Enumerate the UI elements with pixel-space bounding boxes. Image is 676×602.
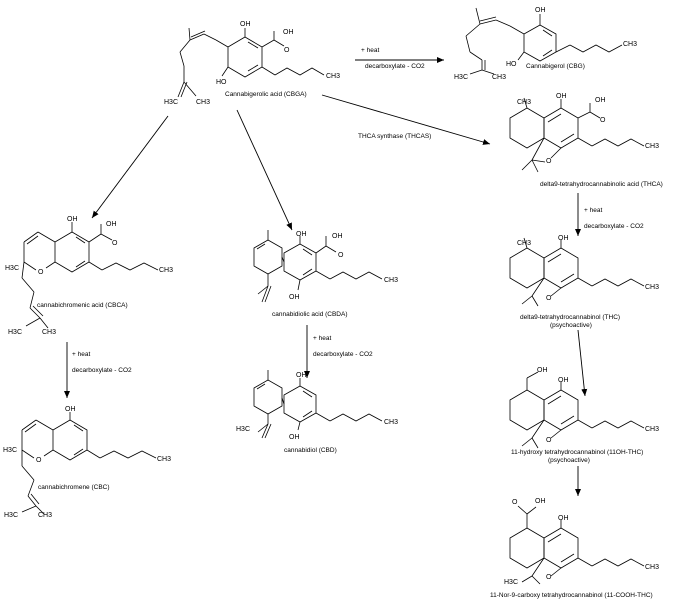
cbg-oh-label: OH <box>535 7 546 14</box>
cbg-ho-label: HO <box>506 61 517 68</box>
thc-note: (psychoactive) <box>550 322 592 329</box>
arrow-cbga-to-cbda <box>236 109 293 231</box>
cbc-ch3-b-label: CH3 <box>38 512 52 519</box>
cbca-oh-label: OH <box>67 216 78 223</box>
11oh-thc-oh-label: OH <box>558 377 569 384</box>
cbda-oh-b-label: OH <box>289 294 300 301</box>
11cooh-thc-label: 11-Nor-9-carboxy tetrahydrocannabinol (1… <box>490 592 653 599</box>
thca-o-label: O <box>546 158 552 165</box>
cbg-label: Cannabigerol (CBG) <box>526 63 585 70</box>
cbca-ch3-label: CH3 <box>159 267 173 274</box>
cbd-oh-label: OH <box>296 372 307 379</box>
thc-o-label: O <box>546 295 552 302</box>
thca-to-thc-line1: + heat <box>584 207 602 214</box>
cbda-cooh-o-label: O <box>338 252 344 259</box>
cbg-h3c-label: H3C <box>454 74 468 81</box>
cbd-ch3-label: CH3 <box>384 419 398 426</box>
thc-ch3b-label: CH3 <box>645 284 659 291</box>
cbg-ch3b-label: CH3 <box>492 74 506 81</box>
cbga-cooh-o-label: O <box>284 47 290 54</box>
thca-cooh-o-label: O <box>600 117 606 124</box>
cbda-cooh-oh-label: OH <box>332 233 343 240</box>
cbg-structure <box>465 7 623 75</box>
cbga-label: Cannabigerolic acid (CBGA) <box>225 91 307 98</box>
cbc-structure <box>21 412 157 515</box>
11cooh-thc-structure <box>509 505 645 585</box>
cbca-h3c-b-label: H3C <box>8 329 22 336</box>
cbda-ch3-label: CH3 <box>384 277 398 284</box>
11cooh-h3c-label: H3C <box>504 579 518 586</box>
cbca-h3c-label: H3C <box>5 265 19 272</box>
cbc-ch3-label: CH3 <box>157 456 171 463</box>
thca-oh-label: OH <box>556 93 567 100</box>
cbga-to-cbg-line1: + heat <box>361 47 379 54</box>
cbd-label: cannabidiol (CBD) <box>284 447 337 454</box>
thca-cooh-oh-label: OH <box>595 97 606 104</box>
11cooh-o-label: O <box>512 499 518 506</box>
cbc-o-label: O <box>36 457 42 464</box>
cbca-structure <box>21 222 159 329</box>
cbga-to-thca-line1: THCA synthase (THCAS) <box>358 133 431 140</box>
cbga-h3c-label: H3C <box>164 99 178 106</box>
thc-label: delta9-tetrahydrocannabinol (THC) <box>520 314 620 321</box>
arrow-cbga-to-cbca <box>91 115 169 219</box>
cbca-to-cbc-line1: + heat <box>72 351 90 358</box>
cbca-to-cbc-line2: decarboxylate - CO2 <box>72 367 132 374</box>
cbc-label: cannabichromene (CBC) <box>38 484 110 491</box>
11cooh-ch3-label: CH3 <box>645 564 659 571</box>
thca-ch3-label: CH3 <box>517 99 531 106</box>
cbca-cooh-oh-label: OH <box>106 221 117 228</box>
11oh-thc-label: 11-hydroxy tetrahydrocannabinol (11OH-TH… <box>511 449 643 456</box>
arrow-cbga-to-thca <box>321 94 491 145</box>
thca-structure <box>509 97 645 173</box>
cbda-label: cannabidiolic acid (CBDA) <box>272 311 348 318</box>
cbca-o-label: O <box>38 269 44 276</box>
thc-ch3-label: CH3 <box>517 240 531 247</box>
11oh-thc-structure <box>509 371 645 449</box>
cbca-label: cannabichromenic acid (CBCA) <box>37 302 128 309</box>
cbd-structure <box>253 370 383 439</box>
11oh-thc-side-oh-label: OH <box>537 367 548 374</box>
thca-label: delta9-tetrahydrocannabinolic acid (THCA… <box>540 181 663 188</box>
thc-structure <box>509 237 645 307</box>
cbga-cooh-oh-label: OH <box>283 29 294 36</box>
cbc-h3c-b-label: H3C <box>4 512 18 519</box>
cbc-h3c-label: H3C <box>3 447 17 454</box>
cbga-ho-label: HO <box>216 79 227 86</box>
cbda-structure <box>253 230 383 303</box>
11oh-thc-o-label: O <box>546 437 552 444</box>
arrow-thc-to-11oh-thc <box>577 329 588 397</box>
cbga-oh-label: OH <box>240 21 251 28</box>
cbca-cooh-o-label: O <box>112 240 118 247</box>
thca-to-thc-line2: decarboxylate - CO2 <box>584 223 644 230</box>
11oh-thc-ch3-label: CH3 <box>645 426 659 433</box>
11oh-thc-note: (psychoactive) <box>548 457 590 464</box>
cbda-to-cbd-line1: + heat <box>313 335 331 342</box>
cbda-oh-label: OH <box>296 231 307 238</box>
thc-oh-label: OH <box>558 235 569 242</box>
cbga-structure <box>177 27 325 98</box>
11cooh-o-ring-label: O <box>546 574 552 581</box>
cbga-ch3-label: CH3 <box>326 73 340 80</box>
11cooh-oh-label: OH <box>558 515 569 522</box>
cbga-ch3b-label: CH3 <box>196 99 210 106</box>
cbd-h3c-label: H3C <box>236 426 250 433</box>
cbd-oh-b-label: OH <box>289 434 300 441</box>
11cooh-cooh-oh-label: OH <box>535 498 546 505</box>
cbg-ch3-label: CH3 <box>623 41 637 48</box>
cbda-to-cbd-line2: decarboxylate - CO2 <box>313 351 373 358</box>
cbca-ch3-b-label: CH3 <box>42 329 56 336</box>
cbga-to-cbg-line2: decarboxylate - CO2 <box>365 63 425 70</box>
cbc-oh-label: OH <box>65 406 76 413</box>
thca-ch3b-label: CH3 <box>645 143 659 150</box>
